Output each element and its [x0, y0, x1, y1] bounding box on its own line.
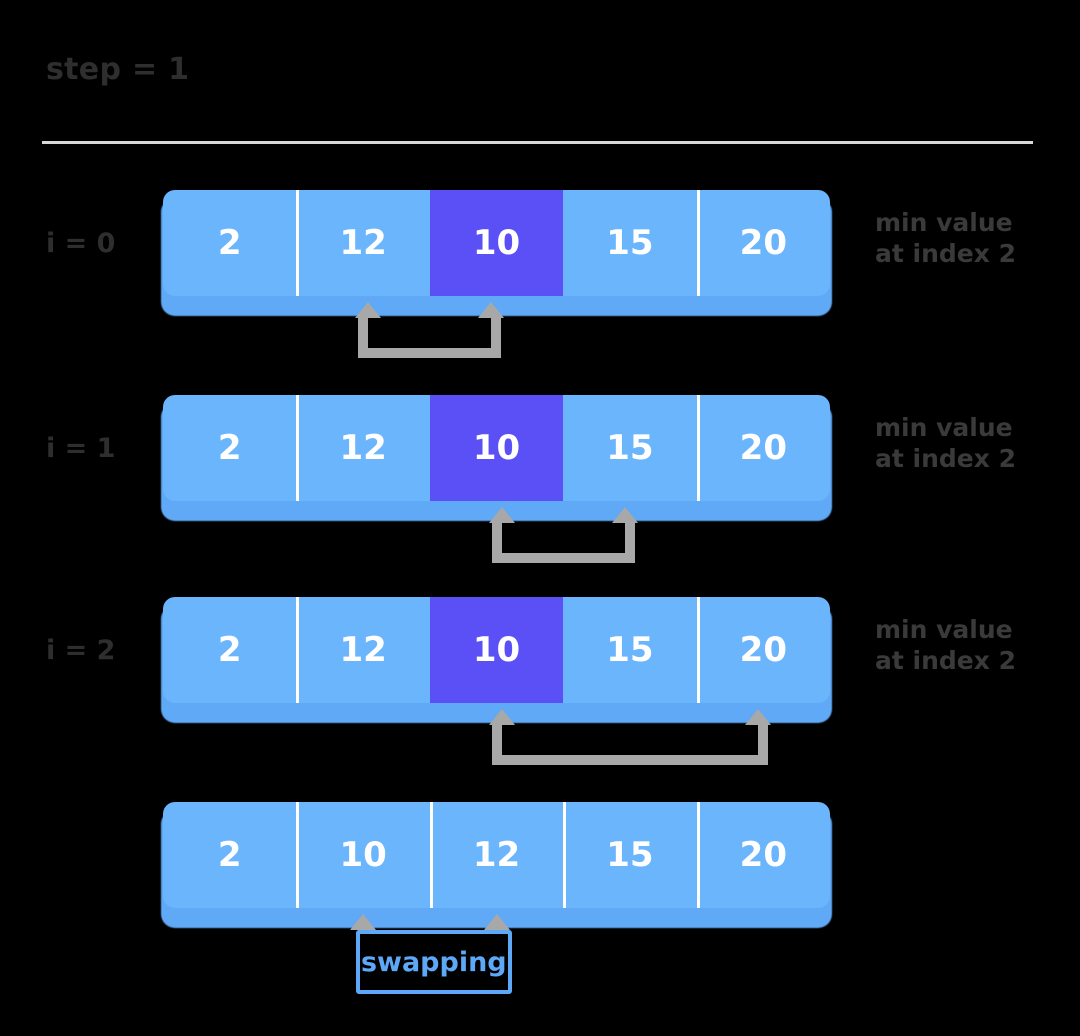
- array-cell-value: 12: [339, 630, 387, 670]
- array-cell-value: 10: [472, 428, 521, 468]
- array: 2 12 10 15 20: [161, 597, 832, 723]
- array-cell-value: 12: [339, 223, 387, 263]
- arrow-head: [483, 914, 510, 930]
- array-cell-value: 20: [739, 223, 787, 263]
- connector-bar: [491, 755, 769, 765]
- array-cell-highlighted[interactable]: 10: [429, 395, 564, 501]
- connector-leg-left: [358, 316, 369, 358]
- array-cell[interactable]: 12: [429, 802, 564, 908]
- array-cell[interactable]: 20: [696, 395, 830, 501]
- array-cell[interactable]: 2: [163, 597, 297, 703]
- row-note-line-1: min value: [875, 413, 1013, 442]
- array-cell[interactable]: 20: [696, 190, 830, 296]
- array-cell[interactable]: 15: [563, 802, 697, 908]
- row-index-label: i = 0: [46, 228, 116, 259]
- row-note-line-1: min value: [875, 615, 1013, 644]
- array-cells: 2 12 10 15 20: [163, 190, 830, 296]
- array-cell[interactable]: 2: [163, 802, 297, 908]
- connector-bar: [491, 553, 635, 563]
- header-divider: [42, 141, 1033, 144]
- array-cell-highlighted[interactable]: 10: [429, 190, 564, 296]
- swap-connector-bracket: [488, 709, 772, 765]
- array-cell-value: 20: [739, 428, 787, 468]
- array: 2 10 12 15 20: [161, 802, 832, 928]
- row-index-label: i = 2: [46, 635, 116, 666]
- swap-connector-bracket: [355, 302, 505, 358]
- array-cell[interactable]: 12: [296, 395, 430, 501]
- row-note-line-2: at index 2: [875, 443, 1016, 473]
- arrow-up-icon: [611, 507, 638, 523]
- arrow-up-icon: [355, 302, 382, 318]
- array-cell-value: 20: [739, 835, 787, 875]
- step-title: step = 1: [46, 52, 190, 87]
- array-cell-value: 10: [472, 630, 521, 670]
- connector-leg-left: [491, 723, 502, 765]
- connector-leg-right: [758, 723, 769, 765]
- connector-leg-right: [491, 316, 502, 358]
- array-cell-value: 15: [606, 835, 654, 875]
- arrow-up-icon: [488, 709, 515, 725]
- array-cell[interactable]: 10: [296, 802, 430, 908]
- arrow-up-icon: [745, 709, 772, 725]
- array-cell-value: 2: [217, 630, 242, 670]
- array-cell-highlighted[interactable]: 10: [429, 597, 564, 703]
- arrow-up-icon: [478, 302, 505, 318]
- array-cell-value: 15: [606, 428, 654, 468]
- array-cell-value: 15: [606, 223, 654, 263]
- arrow-up-icon: [488, 507, 515, 523]
- array-cell-value: 2: [217, 428, 242, 468]
- array-cell[interactable]: 20: [696, 802, 830, 908]
- arrow-head: [350, 914, 377, 930]
- row-note-line-2: at index 2: [875, 645, 1016, 675]
- array-cell[interactable]: 15: [563, 395, 697, 501]
- row-note-line-1: min value: [875, 208, 1013, 237]
- array-cells: 2 12 10 15 20: [163, 395, 830, 501]
- array-cells: 2 10 12 15 20: [163, 802, 830, 908]
- array-cell-value: 20: [739, 630, 787, 670]
- connector-leg-left: [491, 521, 502, 563]
- array-cell[interactable]: 15: [563, 190, 697, 296]
- array: 2 12 10 15 20: [161, 190, 832, 316]
- swapping-badge: swapping: [355, 930, 512, 994]
- array-cell-value: 2: [217, 223, 242, 263]
- array: 2 12 10 15 20: [161, 395, 832, 521]
- row-note-line-2: at index 2: [875, 238, 1016, 268]
- array-cell[interactable]: 2: [163, 395, 297, 501]
- array-cell-value: 2: [217, 835, 242, 875]
- array-cell[interactable]: 2: [163, 190, 297, 296]
- array-cell[interactable]: 20: [696, 597, 830, 703]
- connector-leg-right: [624, 521, 635, 563]
- array-cell[interactable]: 12: [296, 597, 430, 703]
- array-cell-value: 12: [472, 835, 521, 875]
- array-cells: 2 12 10 15 20: [163, 597, 830, 703]
- swap-connector-bracket: [488, 507, 638, 563]
- array-cell-value: 10: [339, 835, 387, 875]
- array-cell-value: 15: [606, 630, 654, 670]
- row-index-label: i = 1: [46, 433, 116, 464]
- array-cell-value: 12: [339, 428, 387, 468]
- array-cell-value: 10: [472, 223, 521, 263]
- array-cell[interactable]: 15: [563, 597, 697, 703]
- connector-bar: [358, 348, 502, 358]
- array-row: 2 10 12 15 20 swapping: [0, 0, 1080, 994]
- array-cell[interactable]: 12: [296, 190, 430, 296]
